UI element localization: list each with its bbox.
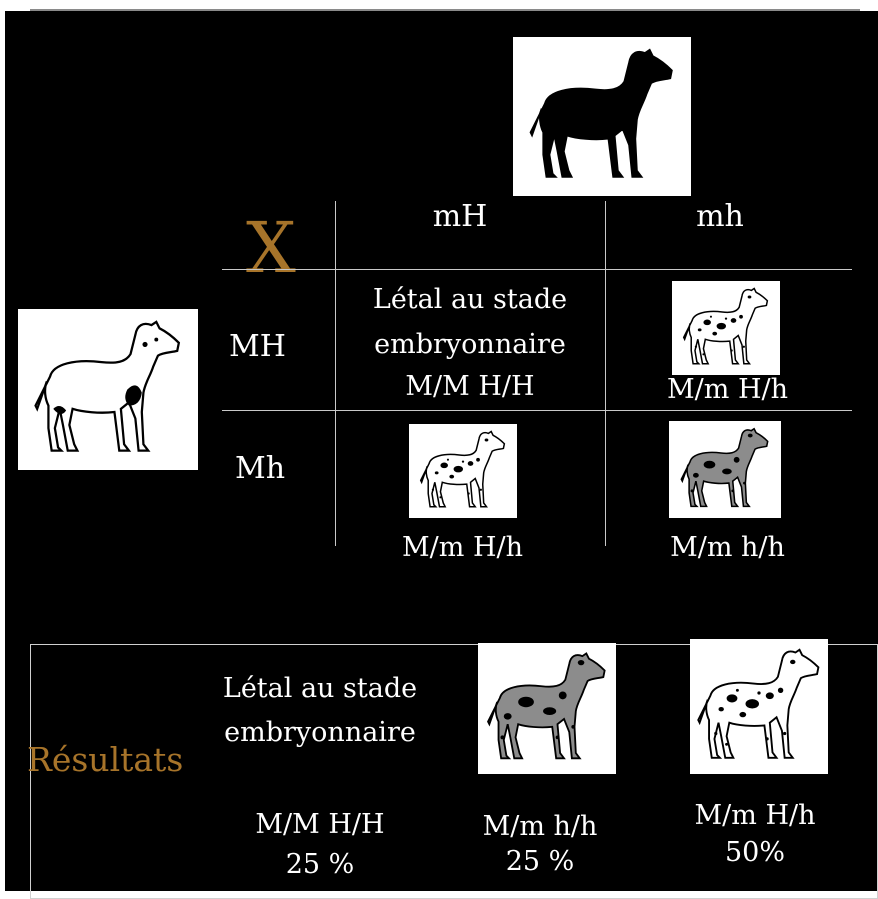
cell-Mh-mH-genotype: M/m H/h <box>355 532 570 564</box>
cell-Mh-mH-dog <box>409 424 517 518</box>
result-merle-dog <box>478 643 616 774</box>
harlequin-dog-icon <box>409 424 517 518</box>
harlequin-dog-icon <box>672 281 780 375</box>
result-merle-percent: 25 % <box>445 846 635 878</box>
result-harlequin-genotype: M/m H/h <box>655 800 855 832</box>
result-lethal-line1: Létal au stade <box>195 673 445 705</box>
cell-MH-mh-genotype: M/m H/h <box>620 374 835 406</box>
top-border <box>30 0 860 11</box>
grid-line-vertical-2 <box>605 201 606 546</box>
result-harlequin-percent: 50% <box>655 837 855 869</box>
parent-top-dog <box>513 37 691 196</box>
black-dog-icon <box>513 37 691 196</box>
merle-dog-icon <box>478 643 616 774</box>
result-merle-genotype: M/m h/h <box>445 811 635 843</box>
cell-MH-mH-line1: Létal au stade <box>340 284 600 316</box>
row-header-MH: MH <box>229 329 286 365</box>
result-lethal-genotype: M/M H/H <box>220 809 420 841</box>
cell-MH-mH-genotype: M/M H/H <box>340 371 600 403</box>
white-spotted-dog-icon <box>18 309 198 470</box>
cell-MH-mh-dog <box>672 281 780 375</box>
cell-Mh-mh-dog <box>669 421 781 518</box>
result-lethal-line2: embryonnaire <box>195 717 445 749</box>
result-lethal-percent: 25 % <box>220 849 420 881</box>
merle-dog-icon <box>669 421 781 518</box>
grid-line-vertical-1 <box>335 201 336 546</box>
result-harlequin-dog <box>690 639 828 774</box>
column-header-mh: mh <box>645 199 795 235</box>
parent-left-dog <box>18 309 198 470</box>
grid-line-horizontal-1 <box>222 269 852 270</box>
harlequin-dog-icon <box>690 639 828 774</box>
cross-symbol: X <box>246 213 296 283</box>
punnett-board: X mH mh MH Mh Létal au stade embryonnair… <box>5 11 878 891</box>
grid-line-horizontal-2 <box>222 410 852 411</box>
cell-Mh-mh-genotype: M/m h/h <box>620 532 835 564</box>
results-title: Résultats <box>27 741 183 779</box>
row-header-Mh: Mh <box>235 451 285 487</box>
cell-MH-mH-line2: embryonnaire <box>340 329 600 361</box>
column-header-mH: mH <box>385 199 535 235</box>
